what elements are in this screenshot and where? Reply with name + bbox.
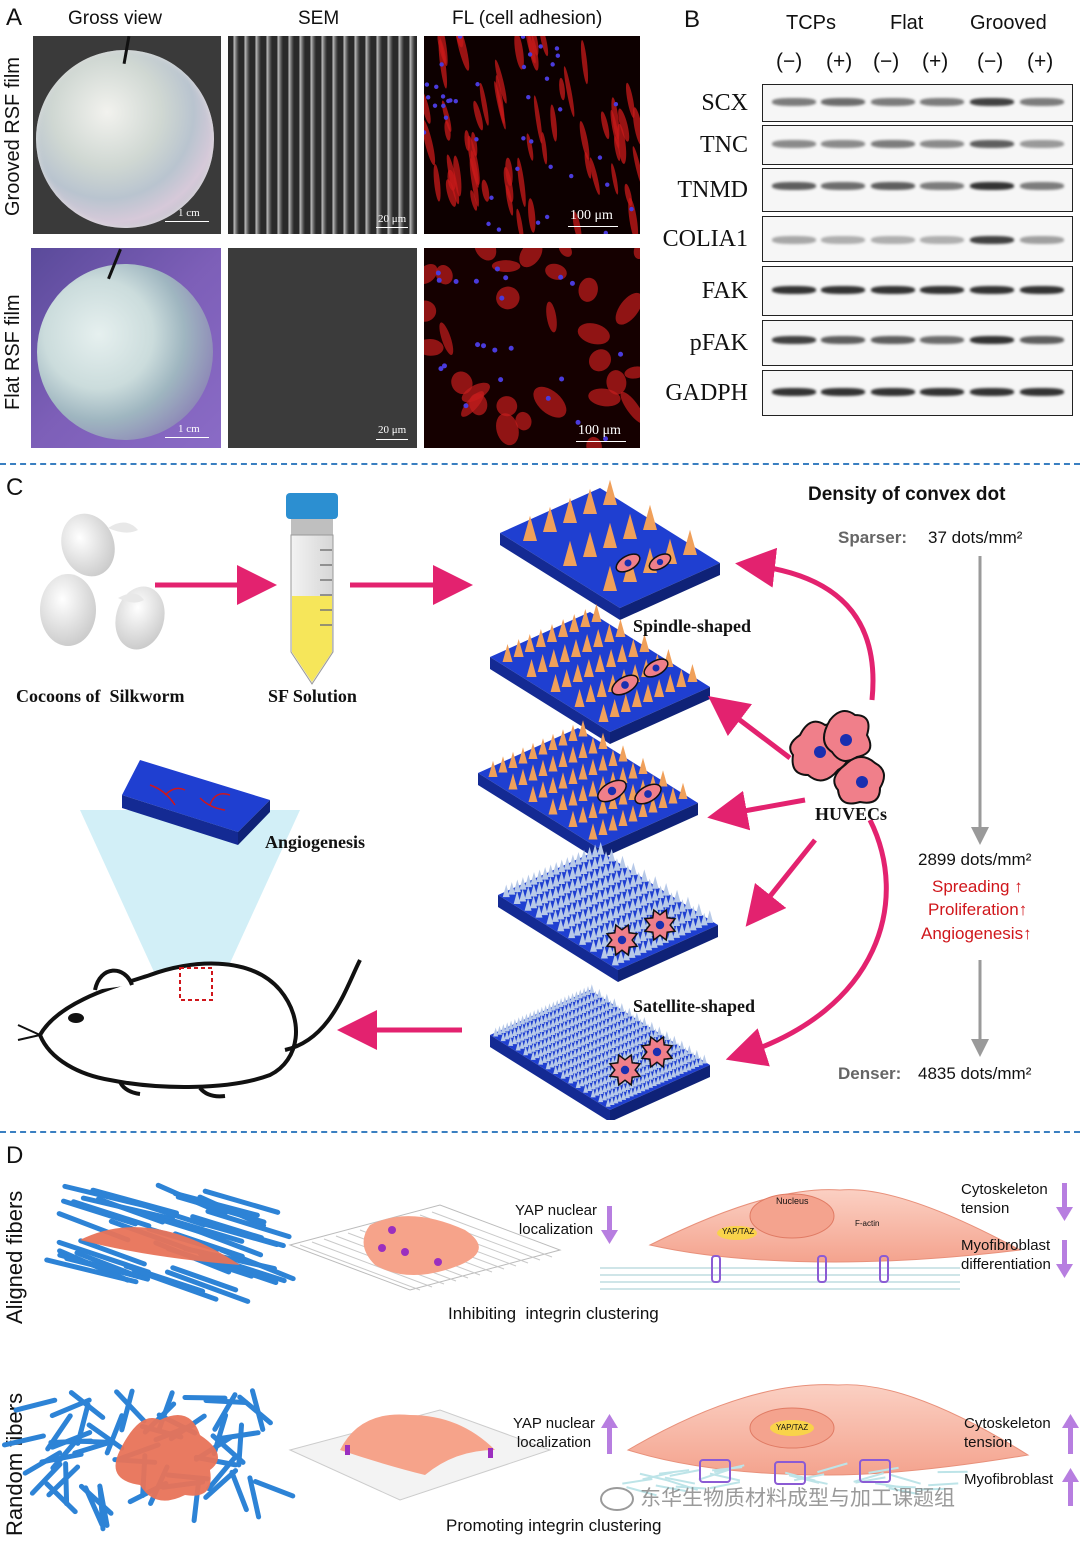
flat-fl-scale: 100 μm bbox=[578, 423, 621, 438]
panel-a-letter: A bbox=[6, 4, 23, 31]
panel-d-letter: D bbox=[6, 1142, 24, 1169]
protein-fak: FAK bbox=[701, 278, 748, 304]
wechat-icon bbox=[600, 1487, 634, 1511]
angiogenesis-label: Angiogenesis bbox=[265, 832, 366, 852]
cond-1: (−) bbox=[776, 50, 803, 73]
watermark-text: 东华生物质材料成型与加工课题组 bbox=[640, 1486, 955, 1510]
random-caption: Promoting integrin clustering bbox=[446, 1516, 662, 1535]
protein-pfak: pFAK bbox=[689, 330, 748, 356]
group-flat: Flat bbox=[890, 12, 924, 34]
col-header-gross: Gross view bbox=[68, 8, 162, 29]
cond-5: (−) bbox=[977, 50, 1004, 73]
sf-solution-label: SF Solution bbox=[268, 686, 357, 706]
protein-tnc: TNC bbox=[700, 132, 748, 158]
aligned-fiber-mesh-icon bbox=[44, 1182, 296, 1304]
sparser-prefix: Sparser: bbox=[838, 528, 907, 547]
grooved-fl-image bbox=[424, 36, 640, 234]
flat-sem-scalebar bbox=[376, 439, 408, 440]
factin-label: F-actin bbox=[855, 1219, 880, 1228]
blot-colia1 bbox=[762, 216, 1073, 262]
spindle-label: Spindle-shaped bbox=[633, 616, 752, 636]
group-tcps: TCPs bbox=[786, 12, 836, 34]
cyto-label-aligned: Cytoskeleton tension bbox=[961, 1181, 1048, 1217]
panel-c-graphic bbox=[17, 479, 989, 1120]
cond-3: (−) bbox=[873, 50, 900, 73]
flat-gross-scalebar bbox=[165, 437, 209, 438]
protein-gadph: GADPH bbox=[665, 380, 748, 406]
effect-angiogenesis: Angiogenesis↑ bbox=[921, 924, 1032, 943]
flat-gross-image bbox=[31, 248, 221, 448]
aligned-caption: Inhibiting integrin clustering bbox=[448, 1304, 659, 1323]
density-title: Density of convex dot bbox=[808, 484, 1006, 505]
protein-colia1: COLIA1 bbox=[662, 226, 748, 252]
blot-tnmd bbox=[762, 168, 1073, 212]
flat-fl-image bbox=[424, 248, 640, 448]
protein-scx: SCX bbox=[701, 90, 748, 116]
row-label-flat: Flat RSF film bbox=[2, 294, 24, 410]
grooved-gross-scale: 1 cm bbox=[178, 207, 200, 219]
sf-tube-icon bbox=[286, 493, 338, 685]
myo-label-random: Myofibroblast bbox=[964, 1471, 1054, 1488]
grooved-fl-scale: 100 μm bbox=[570, 208, 613, 223]
blot-pfak bbox=[762, 320, 1073, 366]
huvecs-cluster-icon bbox=[789, 710, 885, 805]
cocoons-icon bbox=[40, 513, 165, 650]
grooved-sem-image bbox=[228, 36, 417, 234]
nucleus-label-aligned: Nucleus bbox=[776, 1196, 809, 1206]
grooved-fl-scalebar bbox=[568, 226, 618, 227]
divider-1 bbox=[0, 463, 1080, 465]
blot-tnc bbox=[762, 125, 1073, 165]
yap-label-random: YAP nuclear localization bbox=[513, 1415, 595, 1451]
panel-c-letter: C bbox=[6, 474, 24, 501]
mid-density-value: 2899 dots/mm² bbox=[918, 850, 1032, 869]
col-header-sem: SEM bbox=[298, 8, 340, 29]
protein-tnmd: TNMD bbox=[677, 177, 748, 203]
huvecs-label: HUVECs bbox=[815, 804, 888, 824]
panel-d-graphic bbox=[1, 1182, 1079, 1532]
denser-prefix: Denser: bbox=[838, 1064, 902, 1083]
col-header-fl: FL (cell adhesion) bbox=[452, 8, 603, 29]
flat-sem-scale: 20 μm bbox=[378, 424, 407, 436]
flat-sem-image bbox=[228, 248, 417, 448]
cocoons-label: Cocoons of Silkworm bbox=[16, 686, 185, 706]
panel-b-letter: B bbox=[684, 6, 701, 33]
sparser-value: 37 dots/mm² bbox=[928, 528, 1023, 547]
myo-label-aligned: Myofibroblast differentiation bbox=[961, 1237, 1051, 1273]
grooved-gross-scalebar bbox=[165, 221, 209, 222]
cond-6: (+) bbox=[1027, 50, 1054, 73]
group-grooved: Grooved bbox=[970, 12, 1047, 34]
angiogenesis-block-icon bbox=[122, 760, 270, 845]
row-label-grooved: Grooved RSF film bbox=[2, 57, 24, 216]
grooved-sem-scalebar bbox=[376, 227, 408, 228]
yaptaz-label-random: YAP/TAZ bbox=[776, 1423, 809, 1432]
effect-proliferation: Proliferation↑ bbox=[928, 900, 1028, 919]
flat-gross-scale: 1 cm bbox=[178, 423, 200, 435]
grooved-gross-image bbox=[33, 36, 221, 234]
effect-spreading: Spreading ↑ bbox=[932, 877, 1023, 896]
denser-value: 4835 dots/mm² bbox=[918, 1064, 1032, 1083]
flat-fl-scalebar bbox=[576, 441, 626, 442]
yaptaz-label-aligned: YAP/TAZ bbox=[722, 1227, 755, 1236]
yap-label-aligned: YAP nuclear localization bbox=[515, 1202, 597, 1238]
grooved-sem-scale: 20 μm bbox=[378, 213, 407, 225]
divider-2 bbox=[0, 1131, 1080, 1133]
mouse-icon bbox=[37, 959, 362, 1099]
cyto-label-random: Cytoskeleton tension bbox=[964, 1415, 1051, 1451]
cond-2: (+) bbox=[826, 50, 853, 73]
satellite-label: Satellite-shaped bbox=[633, 996, 756, 1016]
cond-4: (+) bbox=[922, 50, 949, 73]
watermark: 东华生物质材料成型与加工课题组 bbox=[600, 1482, 955, 1512]
